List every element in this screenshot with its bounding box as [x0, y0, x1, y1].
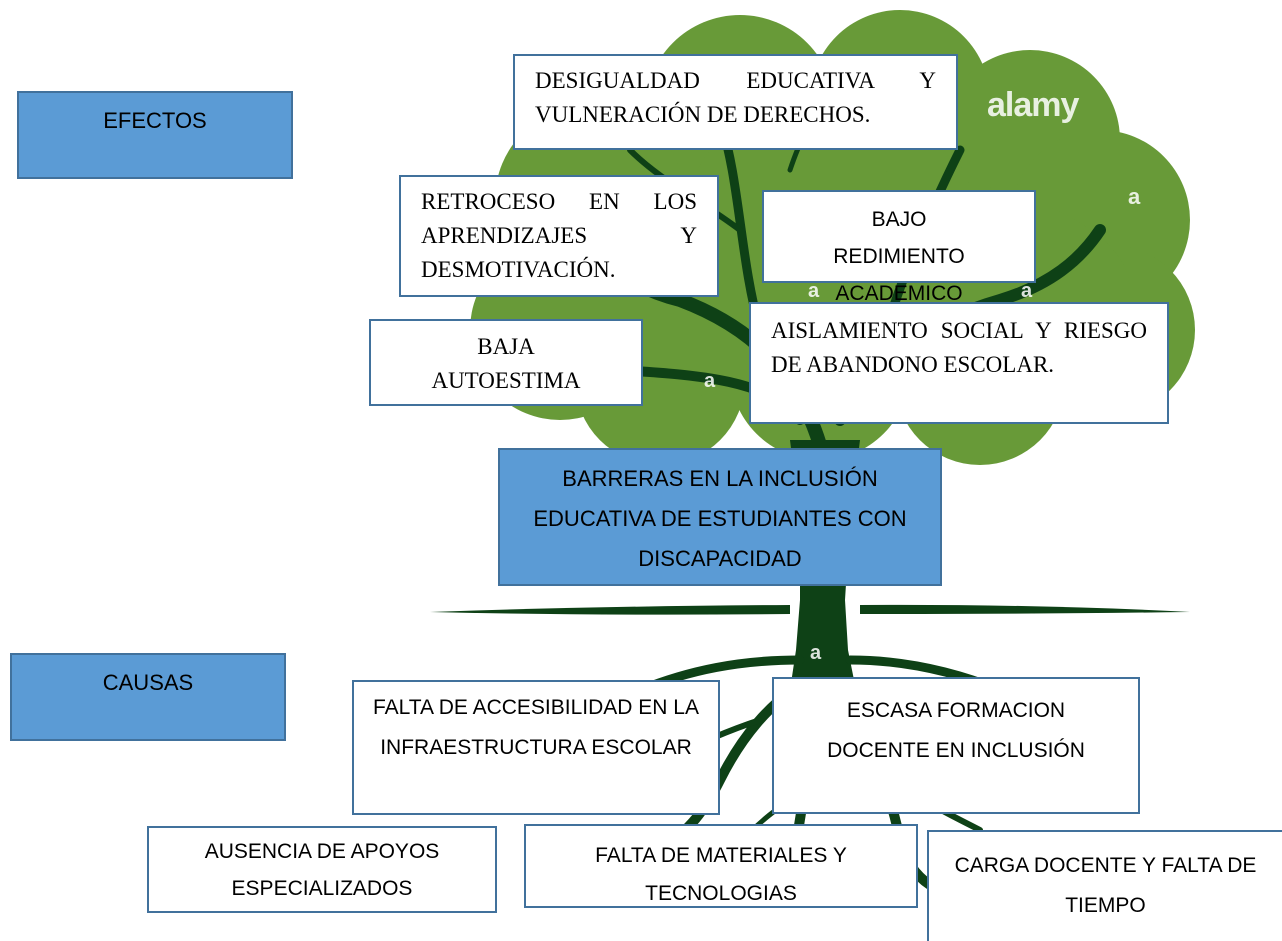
- watermark-mark: a: [810, 642, 822, 664]
- watermark-alamy: alamy: [987, 86, 1079, 124]
- causes-label: CAUSAS: [10, 653, 286, 741]
- ground-line: [430, 604, 1190, 615]
- watermark-mark: a: [1021, 280, 1033, 302]
- cause-box-formacion: ESCASA FORMACION DOCENTE EN INCLUSIÓN: [772, 677, 1140, 814]
- effects-label: EFECTOS: [17, 91, 293, 179]
- central-problem-box: BARRERAS EN LA INCLUSIÓN EDUCATIVA DE ES…: [498, 448, 942, 586]
- effect-box-desigualdad: DESIGUALDAD EDUCATIVA Y VULNERACIÓN DE D…: [513, 54, 958, 150]
- cause-box-apoyos: AUSENCIA DE APOYOS ESPECIALIZADOS: [147, 826, 497, 913]
- cause-box-carga: CARGA DOCENTE Y FALTA DE TIEMPO: [927, 830, 1282, 941]
- cause-box-accesibilidad: FALTA DE ACCESIBILIDAD EN LA INFRAESTRUC…: [352, 680, 720, 815]
- cause-box-materiales: FALTA DE MATERIALES Y TECNOLOGIAS: [524, 824, 918, 908]
- watermark-mark: a: [1128, 184, 1141, 209]
- effect-box-bajo-rendimiento: BAJO REDIMIENTO ACADEMICO: [762, 190, 1036, 305]
- effect-box-aislamiento: AISLAMIENTO SOCIAL Y RIESGO DE ABANDONO …: [749, 302, 1169, 424]
- effect-box-baja-autoestima: BAJA AUTOESTIMA: [369, 319, 643, 406]
- effect-box-retroceso: RETROCESO EN LOS APRENDIZAJES Y DESMOTIV…: [399, 175, 719, 297]
- watermark-mark: a: [704, 370, 716, 392]
- watermark-mark: a: [808, 280, 820, 302]
